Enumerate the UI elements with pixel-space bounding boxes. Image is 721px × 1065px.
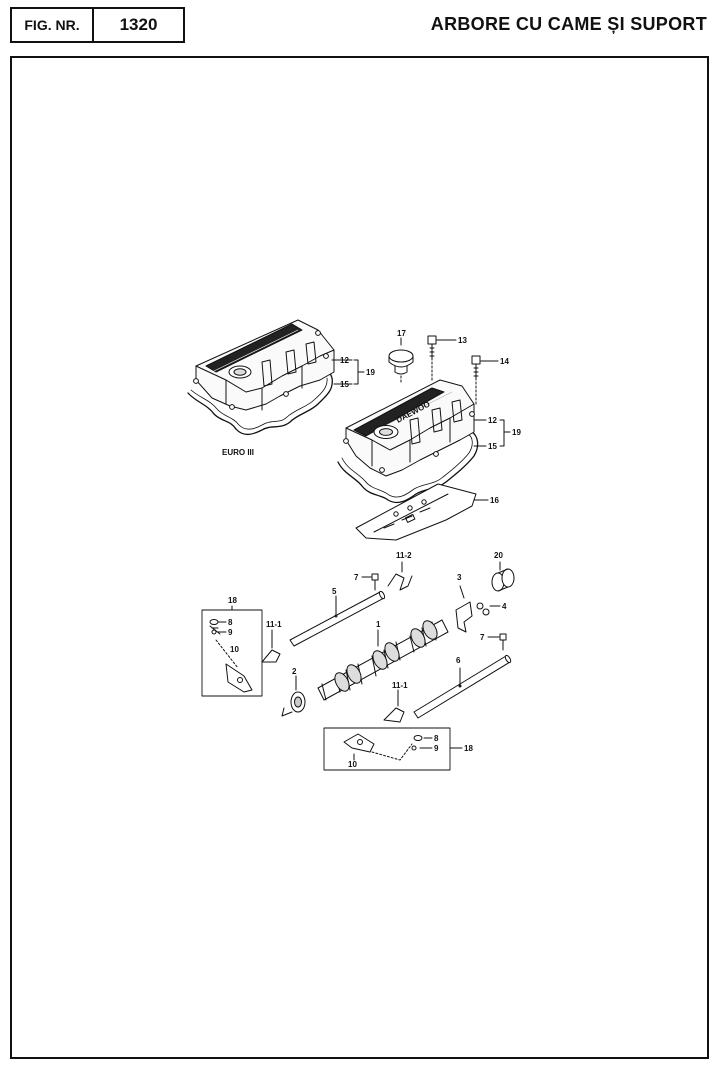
figure-number: 1320: [119, 15, 158, 34]
rocker-shaft-5: [289, 590, 386, 647]
callout-10b: 10: [348, 760, 357, 769]
main-gasket: [337, 431, 479, 504]
bolt-13: [427, 335, 457, 381]
main-head-cover: [337, 379, 479, 504]
rocker-shaft-6: [413, 654, 512, 719]
figure-label: FIG. NR.: [12, 9, 94, 41]
bracket-19a: [353, 359, 365, 385]
callout-18a: 18: [228, 596, 237, 605]
figure-number-box: FIG. NR. 1320: [10, 7, 185, 43]
euro3-head-cover: [187, 319, 335, 436]
callout-19a: 19: [366, 368, 375, 377]
callout-19b: 19: [512, 428, 521, 437]
callout-12b: 12: [488, 416, 497, 425]
callout-20: 20: [494, 551, 503, 560]
callout-17: 17: [397, 329, 406, 338]
callout-12a: 12: [340, 356, 349, 365]
callout-11-1b: 11-1: [392, 681, 408, 690]
callout-14: 14: [500, 357, 509, 366]
callout-4: 4: [502, 602, 507, 611]
rocker-kit-18b: [323, 727, 463, 771]
diagram-frame: [10, 56, 709, 1059]
callout-10a: 10: [230, 645, 239, 654]
camshaft-1: [317, 619, 449, 701]
oil-seal-2: [281, 675, 306, 717]
callout-15a: 15: [340, 380, 349, 389]
callout-8b: 8: [434, 734, 439, 743]
clip-11-1a: [261, 629, 281, 663]
main-cover-body: [345, 379, 475, 477]
callout-9a: 9: [228, 628, 233, 637]
callout-7a: 7: [354, 573, 359, 582]
clip-11-2: [387, 561, 413, 591]
callout-1: 1: [376, 620, 381, 629]
callout-9b: 9: [434, 744, 439, 753]
bracket-19b: [499, 419, 511, 447]
rocker-kit-18a: [201, 605, 263, 697]
ring-20: [491, 561, 515, 592]
bolt-7b: [487, 633, 507, 651]
callout-8a: 8: [228, 618, 233, 627]
bolt-7a: [361, 573, 379, 591]
euro3-gasket: [187, 369, 333, 436]
callout-2: 2: [292, 667, 297, 676]
bracket-3-4: [455, 585, 501, 633]
callout-7b: 7: [480, 633, 485, 642]
callout-11-1a: 11-1: [266, 620, 282, 629]
page-title: ARBORE CU CAME ȘI SUPORT: [430, 14, 707, 34]
callout-16: 16: [490, 496, 499, 505]
callout-15b: 15: [488, 442, 497, 451]
baffle-plate-16: [355, 483, 489, 541]
callout-5: 5: [332, 587, 337, 596]
callout-13: 13: [458, 336, 467, 345]
variant-label: EURO III: [222, 448, 254, 457]
callout-6: 6: [456, 656, 461, 665]
callout-18b: 18: [464, 744, 473, 753]
callout-3: 3: [457, 573, 462, 582]
bolt-14: [471, 355, 499, 405]
callout-11-2: 11-2: [396, 551, 412, 560]
clip-11-1b: [383, 689, 405, 723]
oil-filler-cap: [388, 337, 414, 385]
